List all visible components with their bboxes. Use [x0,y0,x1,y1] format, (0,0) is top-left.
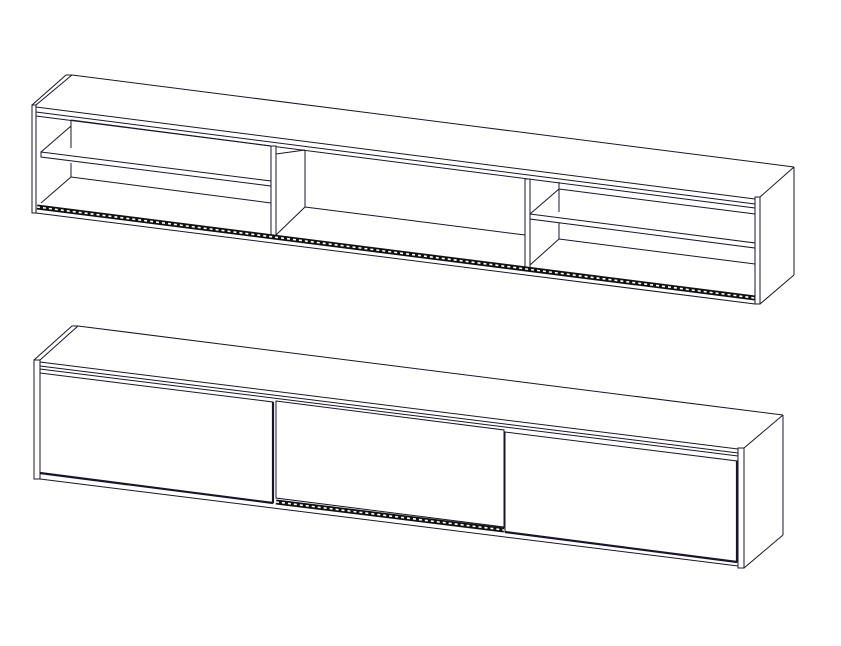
left-side-panel [33,359,41,480]
left-compartment [40,119,272,204]
open-shelf-unit [31,74,795,305]
right-side-panel [754,166,795,305]
sliding-door-3[interactable] [504,431,739,564]
top-panel [33,325,784,457]
ventilation-strip [275,499,505,533]
right-divider [524,178,531,269]
right-side-panel [737,414,784,569]
sliding-door-2[interactable] [275,400,505,528]
sliding-door-unit [33,325,784,569]
right-compartment [529,182,756,266]
top-panel [31,74,795,209]
bottom-edge [35,212,756,305]
left-divider [270,145,277,237]
right-shelf [529,213,756,249]
sliding-door-1[interactable] [39,372,275,505]
bottom-edge [39,478,739,567]
left-side-panel [31,104,37,214]
ventilation-strip [36,204,756,301]
left-shelf [40,151,272,187]
middle-compartment [275,149,526,236]
